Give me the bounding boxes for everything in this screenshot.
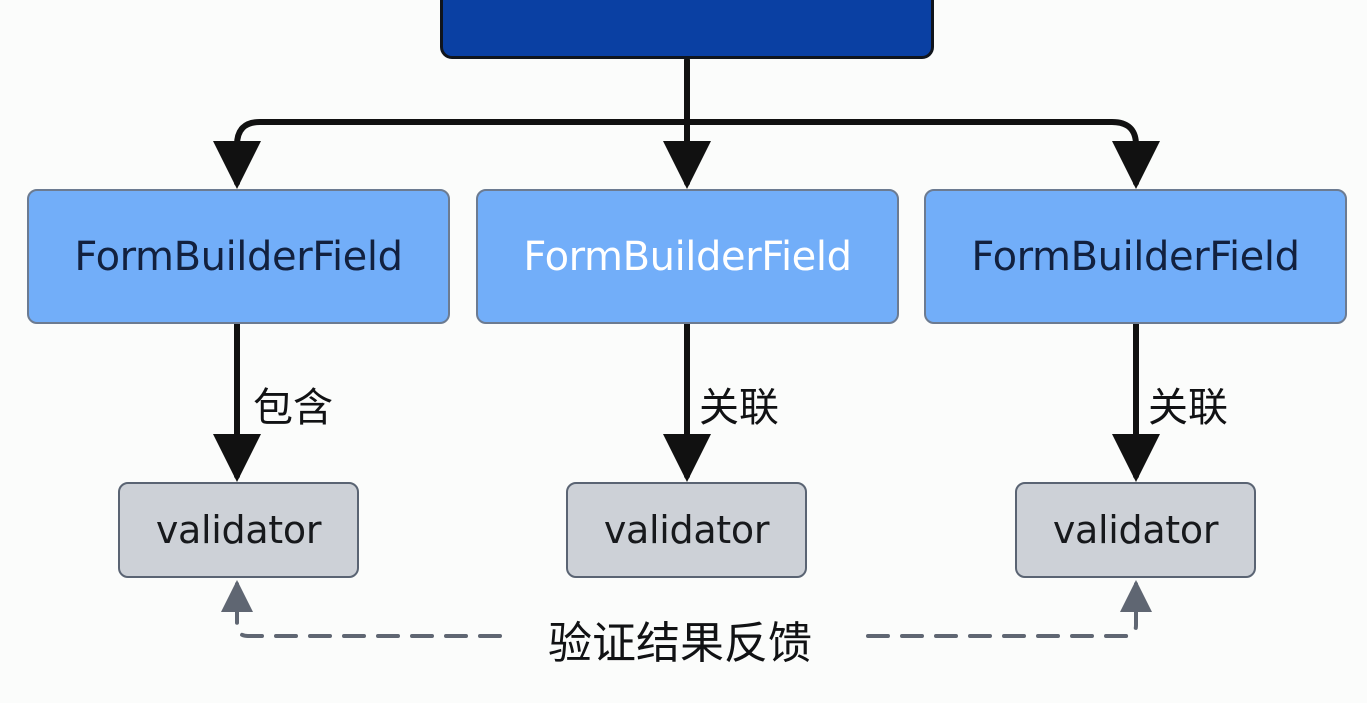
relation-label-right: 关联: [1148, 385, 1228, 431]
relation-label-contains: 包含: [253, 385, 333, 431]
root-node: [440, 0, 934, 59]
validation-feedback-label: 验证结果反馈: [548, 618, 812, 669]
root-to-field-left-connector: [213, 119, 690, 189]
validator-center-label: validator: [603, 508, 770, 552]
validator-node-left: validator: [118, 482, 359, 578]
form-builder-field-right-label: FormBuilderField: [971, 233, 1300, 280]
form-builder-field-node-right: FormBuilderField: [924, 189, 1347, 324]
validator-node-center: validator: [566, 482, 807, 578]
form-builder-field-center-label: FormBuilderField: [523, 233, 852, 280]
form-builder-field-node-left: FormBuilderField: [27, 189, 450, 324]
feedback-dashed-left-connector: [221, 580, 502, 638]
validator-right-label: validator: [1052, 508, 1219, 552]
relation-label-center: 关联: [699, 385, 779, 431]
form-builder-field-left-label: FormBuilderField: [74, 233, 403, 280]
form-builder-field-node-center: FormBuilderField: [476, 189, 899, 324]
root-to-field-right-connector: [684, 119, 1160, 189]
validator-node-right: validator: [1015, 482, 1256, 578]
feedback-dashed-right-connector: [866, 580, 1152, 638]
validator-left-label: validator: [155, 508, 322, 552]
